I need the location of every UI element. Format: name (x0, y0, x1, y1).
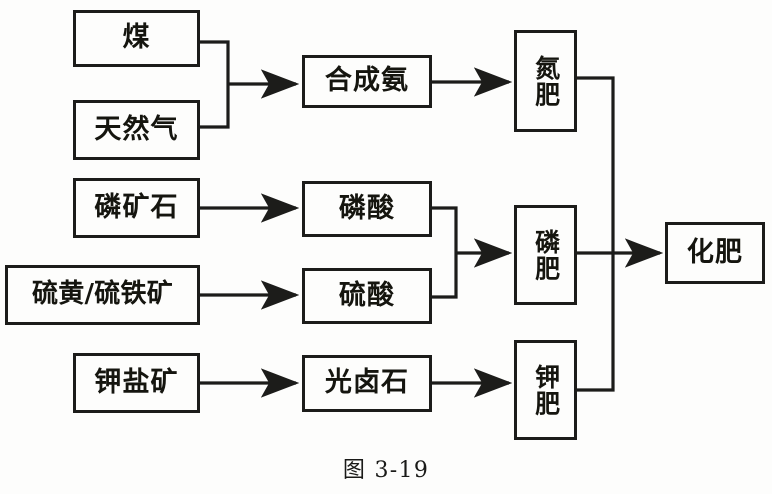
edge-nfert-to-bus (577, 76, 615, 392)
node-potash-ore[interactable]: 钾盐矿 (73, 353, 200, 413)
figure-caption: 图 3-19 (342, 458, 430, 483)
node-phosphate-rock[interactable]: 磷矿石 (73, 178, 200, 238)
node-coal-label: 煤 (122, 22, 151, 54)
edge-coal-to-merge (200, 40, 230, 129)
node-carnallite[interactable]: 光卤石 (302, 355, 432, 412)
node-compound-fertilizer-label: 化肥 (686, 236, 744, 268)
node-natural-gas[interactable]: 天然气 (73, 100, 200, 160)
node-phosphoric-acid[interactable]: 磷酸 (302, 181, 432, 237)
node-nitrogen-fertilizer-label: 氮肥 (531, 54, 561, 108)
node-carnallite-label: 光卤石 (324, 367, 410, 399)
node-sulfuric-acid[interactable]: 硫酸 (302, 268, 432, 324)
node-phosphate-fertilizer[interactable]: 磷肥 (514, 205, 577, 305)
node-phosphate-rock-label: 磷矿石 (94, 191, 179, 223)
node-nitrogen-fertilizer[interactable]: 氮肥 (514, 30, 577, 132)
node-compound-fertilizer[interactable]: 化肥 (665, 222, 765, 284)
node-coal[interactable]: 煤 (73, 10, 200, 67)
node-synthetic-ammonia[interactable]: 合成氨 (302, 55, 432, 108)
node-phosphoric-acid-label: 磷酸 (338, 192, 396, 224)
node-sulfur-pyrite-label: 硫黄/硫铁矿 (31, 279, 174, 310)
node-potash-ore-label: 钾盐矿 (94, 366, 179, 398)
node-potash-fertilizer[interactable]: 钾肥 (514, 340, 577, 440)
node-natural-gas-label: 天然气 (94, 113, 179, 145)
node-phosphate-fertilizer-label: 磷肥 (531, 228, 561, 282)
node-potash-fertilizer-label: 钾肥 (531, 363, 561, 417)
node-sulfur-pyrite[interactable]: 硫黄/硫铁矿 (5, 265, 200, 325)
node-synthetic-ammonia-label: 合成氨 (324, 65, 410, 97)
node-sulfuric-acid-label: 硫酸 (338, 279, 396, 311)
edge-acids-merge (432, 206, 458, 299)
